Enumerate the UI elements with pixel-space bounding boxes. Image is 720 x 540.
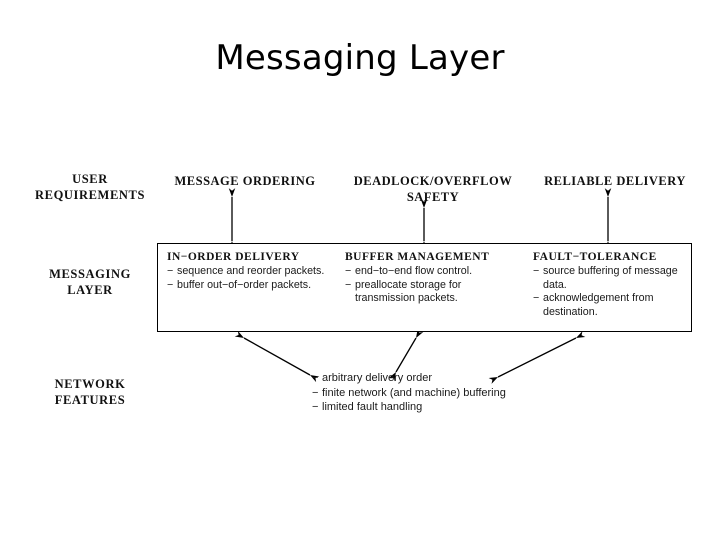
list-item-text: source buffering of message data. <box>543 265 678 291</box>
bullet-dash-icon: − <box>167 265 174 277</box>
list-item-text: arbitrary delivery order <box>322 372 433 384</box>
list-item-text: sequence and reorder packets. <box>177 265 325 277</box>
bullet-dash-icon: − <box>345 278 352 291</box>
column-in-order-delivery: IN−ORDER DELIVERY −sequence and reorder … <box>167 251 332 292</box>
arrow-right-diagonal <box>488 331 586 384</box>
list-item: −finite network (and machine) buffering <box>312 386 506 401</box>
column-heading-fault-tolerance: FAULT−TOLERANCE <box>533 251 657 263</box>
messaging-layer-box: IN−ORDER DELIVERY −sequence and reorder … <box>157 243 692 332</box>
list-item: −limited fault handling <box>312 400 506 415</box>
list-item-text: buffer out−of−order packets. <box>177 278 312 291</box>
list-item: −end−to−end flow control. <box>345 265 520 279</box>
column-heading-buffer-management: BUFFER MANAGEMENT <box>345 251 490 263</box>
column-fault-tolerance: FAULT−TOLERANCE −source buffering of mes… <box>533 251 698 319</box>
list-item-text: end−to−end flow control. <box>355 265 473 277</box>
column-buffer-management: BUFFER MANAGEMENT −end−to−end flow contr… <box>345 251 520 306</box>
arrow-left-diagonal <box>234 330 320 383</box>
row-label-network-features: NETWORK FEATURES <box>20 377 160 408</box>
row-label-messaging-line1: MESSAGING <box>49 267 131 281</box>
list-item-text: acknowledgement from destination. <box>543 292 654 318</box>
requirement-message-ordering: MESSAGE ORDERING <box>150 174 340 190</box>
requirement-reliable-delivery: RELIABLE DELIVERY <box>520 174 710 190</box>
list-item: −source buffering of message data. <box>533 265 698 292</box>
list-item-text: preallocate storage for transmission pac… <box>355 278 462 305</box>
row-label-user-requirements: USER REQUIREMENTS <box>20 172 160 203</box>
requirement-reliable-line1: RELIABLE DELIVERY <box>544 174 686 188</box>
bullet-dash-icon: − <box>533 265 540 277</box>
requirement-deadlock-overflow-safety: DEADLOCK/OVERFLOW SAFETY <box>338 174 528 205</box>
row-label-network-line2: FEATURES <box>54 392 126 407</box>
list-item: −acknowledgement from destination. <box>533 292 698 319</box>
row-label-user-line2: REQUIREMENTS <box>35 187 145 202</box>
bullet-dash-icon: − <box>312 401 319 414</box>
column-items-in-order-delivery: −sequence and reorder packets. −buffer o… <box>167 265 332 292</box>
column-items-fault-tolerance: −source buffering of message data. −ackn… <box>533 265 698 319</box>
arrow-center-diagonal <box>388 328 424 382</box>
list-item: −buffer out−of−order packets. <box>167 279 332 293</box>
row-label-messaging-line2: LAYER <box>67 282 113 297</box>
row-label-messaging-layer: MESSAGING LAYER <box>20 267 160 298</box>
list-item: −arbitrary delivery order <box>312 371 506 386</box>
list-item: −preallocate storage for transmission pa… <box>345 279 520 306</box>
list-item-text: finite network (and machine) buffering <box>322 386 506 399</box>
page-title: Messaging Layer <box>215 38 505 78</box>
column-items-buffer-management: −end−to−end flow control. −preallocate s… <box>345 265 520 306</box>
list-item: −sequence and reorder packets. <box>167 265 332 279</box>
network-features-list: −arbitrary delivery order −finite networ… <box>312 371 506 415</box>
requirement-deadlock-line1: DEADLOCK/OVERFLOW <box>353 174 513 188</box>
list-item-text: limited fault handling <box>322 401 423 414</box>
bullet-dash-icon: − <box>167 278 174 291</box>
requirement-deadlock-line2: SAFETY <box>406 189 460 204</box>
row-label-network-line1: NETWORK <box>54 377 126 391</box>
row-label-user-line1: USER <box>72 172 108 186</box>
requirement-message-ordering-line1: MESSAGE ORDERING <box>174 174 316 188</box>
column-heading-in-order-delivery: IN−ORDER DELIVERY <box>167 251 300 263</box>
bullet-dash-icon: − <box>345 265 352 277</box>
bullet-dash-icon: − <box>312 372 319 384</box>
bullet-dash-icon: − <box>312 386 319 399</box>
bullet-dash-icon: − <box>533 292 540 305</box>
